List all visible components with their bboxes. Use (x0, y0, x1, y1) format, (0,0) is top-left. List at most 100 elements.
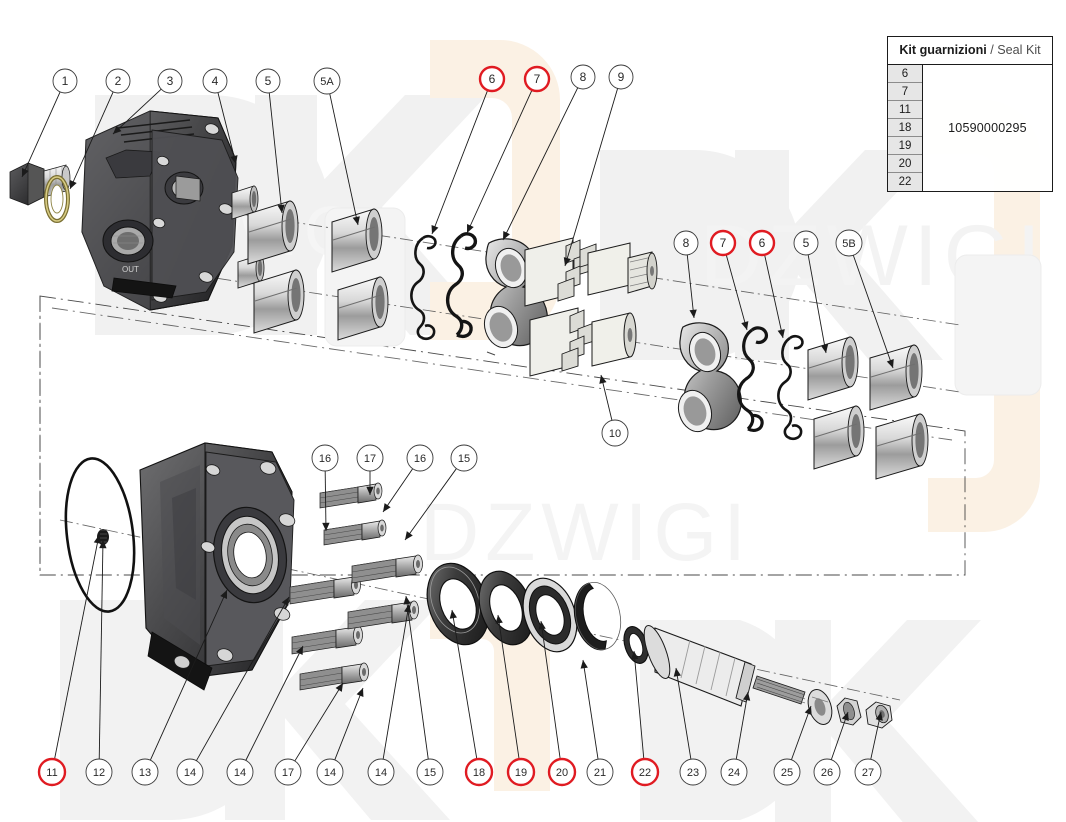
callout-bubble-3[interactable] (157, 68, 183, 94)
callout-bubble-14[interactable] (316, 758, 344, 786)
leader-arrowhead-21 (580, 660, 588, 669)
callout-bubble-17[interactable] (274, 758, 302, 786)
callout-label-5: 5 (803, 236, 810, 250)
callout-bubble-4[interactable] (202, 68, 228, 94)
callout-bubble-14[interactable] (367, 758, 395, 786)
callout-bottom_row-14-3[interactable]: 14 (176, 758, 204, 786)
callout-top_row-2-1[interactable]: 2 (105, 68, 131, 94)
callout-bubble-10[interactable] (601, 419, 629, 447)
callout-bubble-22[interactable] (630, 757, 660, 787)
callout-bubble-14[interactable] (226, 758, 254, 786)
callout-bottom_row-14-4[interactable]: 14 (226, 758, 254, 786)
part-rear-housing-13 (139, 442, 296, 691)
callout-bottom_row-24-15[interactable]: 24 (720, 758, 748, 786)
callout-bubble-19[interactable] (506, 757, 536, 787)
callout-upper_mid_row-15-3[interactable]: 15 (450, 444, 478, 472)
callout-bubble-24[interactable] (720, 758, 748, 786)
callout-top_row-1-0[interactable]: 1 (52, 68, 78, 94)
callout-bottom_row-14-7[interactable]: 14 (367, 758, 395, 786)
callout-bubble-5A[interactable] (313, 67, 341, 95)
callout-bubble-15[interactable] (416, 758, 444, 786)
callout-bottom_row-11-0[interactable]: 11 (37, 757, 67, 787)
callout-bubble-16[interactable] (311, 444, 339, 472)
callout-label-17: 17 (282, 767, 294, 779)
leader-arrowhead-9 (563, 257, 571, 266)
callout-bottom_row-22-13[interactable]: 22 (630, 757, 660, 787)
callout-bubble-5[interactable] (255, 68, 281, 94)
callout-bubble-6[interactable] (478, 65, 506, 93)
callout-bubble-25[interactable] (773, 758, 801, 786)
callout-center_part-10-0[interactable]: 10 (601, 419, 629, 447)
leader-line-5B (852, 255, 894, 369)
callout-top_row-7-7[interactable]: 7 (523, 65, 551, 93)
callout-bubble-5B[interactable] (835, 229, 863, 257)
callout-label-17: 17 (364, 453, 376, 465)
callout-upper_mid_row-17-1[interactable]: 17 (356, 444, 384, 472)
leader-arrowhead-11 (93, 535, 102, 544)
callout-mid_row-6-2[interactable]: 6 (748, 229, 776, 257)
callout-bottom_row-23-14[interactable]: 23 (679, 758, 707, 786)
callout-bubble-12[interactable] (85, 758, 113, 786)
callout-bubble-1[interactable] (52, 68, 78, 94)
callout-bottom_row-12-1[interactable]: 12 (85, 758, 113, 786)
callout-bubble-20[interactable] (547, 757, 577, 787)
callout-mid_row-5-3[interactable]: 5 (793, 230, 819, 256)
leader-arrowhead-4 (230, 155, 238, 164)
leader-arrowhead-16 (322, 522, 330, 531)
callout-bubble-8[interactable] (570, 64, 596, 90)
callout-bubble-21[interactable] (586, 758, 614, 786)
callout-bubble-14[interactable] (176, 758, 204, 786)
callout-bubble-7[interactable] (523, 65, 551, 93)
callout-mid_row-8-0[interactable]: 8 (673, 230, 699, 256)
callout-bubble-6[interactable] (748, 229, 776, 257)
part-splined-shaft-23 (643, 625, 756, 707)
leader-arrowhead-26 (841, 712, 849, 721)
callout-top_row-5A-5[interactable]: 5A (313, 67, 341, 95)
callout-top_row-8-8[interactable]: 8 (570, 64, 596, 90)
callout-bottom_row-21-12[interactable]: 21 (586, 758, 614, 786)
callout-bubble-18[interactable] (464, 757, 494, 787)
callout-top_row-3-2[interactable]: 3 (157, 68, 183, 94)
callout-bubble-15[interactable] (450, 444, 478, 472)
callout-bubble-7[interactable] (709, 229, 737, 257)
callout-bubble-16[interactable] (406, 444, 434, 472)
callout-bottom_row-26-17[interactable]: 26 (813, 758, 841, 786)
callout-mid_row-5B-4[interactable]: 5B (835, 229, 863, 257)
callout-bottom_row-17-5[interactable]: 17 (274, 758, 302, 786)
callout-bubble-5[interactable] (793, 230, 819, 256)
callout-top_row-5-4[interactable]: 5 (255, 68, 281, 94)
callout-bottom_row-15-8[interactable]: 15 (416, 758, 444, 786)
part-seal-washer-2 (44, 175, 70, 223)
callout-bottom_row-19-10[interactable]: 19 (506, 757, 536, 787)
callout-bottom_row-18-9[interactable]: 18 (464, 757, 494, 787)
callout-bottom_row-13-2[interactable]: 13 (131, 758, 159, 786)
callout-bottom_row-20-11[interactable]: 20 (547, 757, 577, 787)
callout-bottom_row-14-6[interactable]: 14 (316, 758, 344, 786)
leader-line-7 (725, 254, 748, 331)
callout-upper_mid_row-16-2[interactable]: 16 (406, 444, 434, 472)
leader-arrowhead-16 (383, 503, 391, 512)
callout-bubble-13[interactable] (131, 758, 159, 786)
callout-bubble-11[interactable] (37, 757, 67, 787)
callout-bottom_row-27-18[interactable]: 27 (854, 758, 882, 786)
callout-upper_mid_row-16-0[interactable]: 16 (311, 444, 339, 472)
callout-top_row-6-6[interactable]: 6 (478, 65, 506, 93)
callout-bubble-23[interactable] (679, 758, 707, 786)
callout-mid_row-7-1[interactable]: 7 (709, 229, 737, 257)
assembly-boundary-box (39, 295, 966, 576)
callout-top_row-4-3[interactable]: 4 (202, 68, 228, 94)
part-seal-7-right (737, 326, 768, 432)
callout-bubble-26[interactable] (813, 758, 841, 786)
callout-bubble-27[interactable] (854, 758, 882, 786)
callout-bottom_row-25-16[interactable]: 25 (773, 758, 801, 786)
callout-bubble-9[interactable] (608, 64, 634, 90)
callout-label-9: 9 (618, 70, 625, 84)
callout-bubble-17[interactable] (356, 444, 384, 472)
callout-bubble-8[interactable] (673, 230, 699, 256)
callout-bubble-2[interactable] (105, 68, 131, 94)
part-plug-1 (9, 162, 71, 206)
leader-line-25 (791, 705, 812, 760)
callout-top_row-9-9[interactable]: 9 (608, 64, 634, 90)
leader-line-21 (582, 659, 599, 760)
